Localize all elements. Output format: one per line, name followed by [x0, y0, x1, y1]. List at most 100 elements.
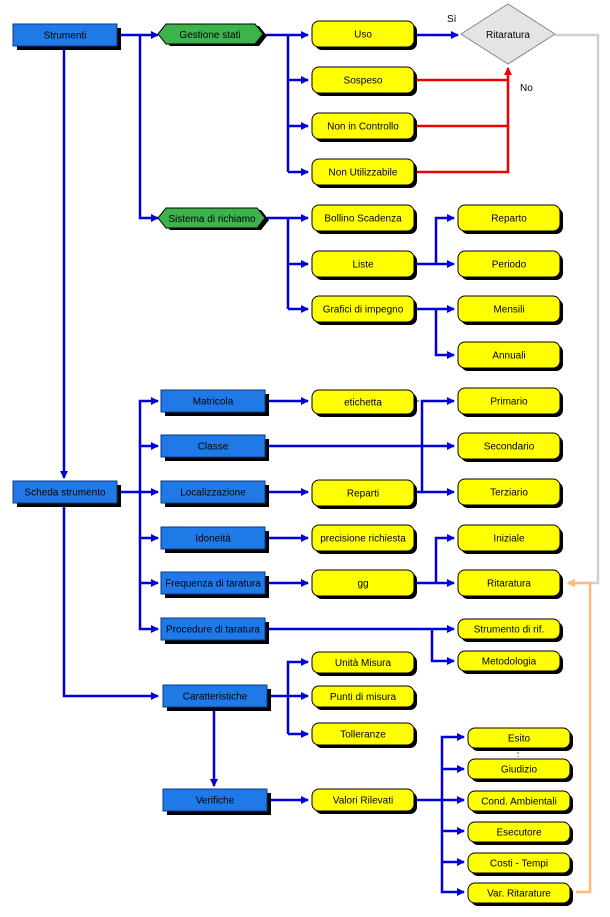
- liste-node-label: Liste: [352, 260, 374, 271]
- scheda-strumento-node[interactable]: Scheda strumento: [12, 480, 121, 507]
- connectors: [60, 31, 465, 896]
- primario-node-label: Primario: [490, 397, 528, 408]
- metodologia-node-label: Metodologia: [482, 657, 537, 668]
- esito-node-label: Esito: [508, 734, 531, 745]
- annuali-node-label: Annuali: [492, 351, 525, 362]
- annuali-node[interactable]: Annuali: [457, 341, 563, 371]
- sistema-richiamo-node[interactable]: Sistema di richiamo: [157, 207, 269, 230]
- localizzazione-node[interactable]: Localizzazione: [160, 480, 269, 507]
- connector: [434, 534, 455, 583]
- red-connectors: [415, 67, 512, 174]
- gestione-stati-node[interactable]: Gestione stati: [157, 23, 267, 46]
- unita-misura-node[interactable]: Unità Misura: [311, 651, 417, 676]
- strumento-rif-node-label: Strumento di rif.: [474, 625, 545, 636]
- gg-node-label: gg: [357, 579, 368, 590]
- mensili-node[interactable]: Mensili: [457, 295, 563, 325]
- reparti-node[interactable]: Reparti: [311, 479, 417, 509]
- secondario-node[interactable]: Secondario: [457, 432, 563, 462]
- connector: [434, 214, 455, 264]
- strumenti-node[interactable]: Strumenti: [12, 23, 121, 50]
- connector: [138, 35, 159, 222]
- idoneita-node[interactable]: Idoneità: [160, 526, 269, 553]
- connector: [434, 309, 455, 359]
- unita-misura-node-label: Unità Misura: [335, 658, 392, 669]
- non-utilizzabile-node-label: Non Utilizzabile: [329, 168, 398, 179]
- sospeso-node[interactable]: Sospeso: [311, 66, 417, 96]
- terziario-node-label: Terziario: [490, 488, 528, 499]
- procedure-taratura-node[interactable]: Procedure di taratura: [160, 617, 269, 644]
- etichetta-node[interactable]: etichetta: [311, 389, 417, 417]
- idoneita-node-label: Idoneità: [195, 534, 231, 545]
- matricola-node-label: Matricola: [193, 397, 234, 408]
- costi-tempi-node[interactable]: Costi - Tempi: [467, 852, 573, 876]
- ritaratura-node[interactable]: Ritaratura: [457, 569, 563, 599]
- verifiche-node-label: Verifiche: [196, 796, 235, 807]
- cond-ambientali-node-label: Cond. Ambientali: [481, 797, 557, 808]
- grafici-impegno-node[interactable]: Grafici di impegno: [311, 295, 417, 325]
- giudizio-node-label: Giudizio: [501, 765, 538, 776]
- yes-label: Sì: [447, 14, 457, 25]
- var-ritarature-node[interactable]: Var. Ritarature: [467, 882, 573, 906]
- tolleranze-node[interactable]: Tolleranze: [311, 722, 417, 748]
- connector: [62, 506, 159, 700]
- var-ritarature-node-label: Var. Ritarature: [487, 889, 551, 900]
- giudizio-node[interactable]: Giudizio: [467, 758, 573, 782]
- reparti-node-label: Reparti: [347, 489, 379, 500]
- caratteristiche-node-label: Caratteristiche: [183, 692, 248, 703]
- uso-node[interactable]: Uso: [311, 20, 417, 50]
- frequenza-taratura-node-label: Frequenza di taratura: [165, 579, 261, 590]
- periodo-node[interactable]: Periodo: [457, 250, 563, 280]
- reparto-node-label: Reparto: [491, 214, 527, 225]
- periodo-node-label: Periodo: [492, 260, 527, 271]
- connector: [430, 629, 455, 665]
- non-in-controllo-node-label: Non in Controllo: [327, 122, 399, 133]
- connector: [440, 800, 465, 896]
- non-utilizzabile-node[interactable]: Non Utilizzabile: [311, 158, 417, 188]
- strumento-rif-node[interactable]: Strumento di rif.: [457, 618, 563, 642]
- caratteristiche-node[interactable]: Caratteristiche: [162, 684, 271, 711]
- etichetta-node-label: etichetta: [344, 398, 382, 409]
- sistema-richiamo-label: Sistema di richiamo: [168, 214, 256, 225]
- valori-rilevati-node[interactable]: Valori Rilevati: [311, 788, 417, 814]
- punti-misura-node-label: Punti di misura: [330, 692, 397, 703]
- reparto-node[interactable]: Reparto: [457, 204, 563, 234]
- ritaratura-decision-label: Ritaratura: [486, 30, 530, 41]
- secondario-node-label: Secondario: [484, 442, 535, 453]
- gestione-stati-label: Gestione stati: [179, 30, 240, 41]
- terziario-node[interactable]: Terziario: [457, 478, 563, 508]
- ritaratura-node-label: Ritaratura: [487, 579, 531, 590]
- cond-ambientali-node[interactable]: Cond. Ambientali: [467, 790, 573, 814]
- connector: [415, 67, 512, 82]
- punti-misura-node[interactable]: Punti di misura: [311, 685, 417, 710]
- esito-node[interactable]: Esito: [467, 727, 573, 751]
- connector: [415, 126, 510, 174]
- precisione-richiesta-node-label: precisione richiesta: [320, 534, 406, 545]
- uso-node-label: Uso: [354, 30, 372, 41]
- grafici-impegno-node-label: Grafici di impegno: [323, 305, 404, 316]
- strumenti-node-label: Strumenti: [44, 31, 87, 42]
- tolleranze-node-label: Tolleranze: [340, 730, 386, 741]
- ritaratura-decision-node[interactable]: Ritaratura: [460, 3, 556, 65]
- connector: [138, 397, 159, 492]
- precisione-richiesta-node[interactable]: precisione richiesta: [311, 524, 417, 554]
- bollino-scadenza-node[interactable]: Bollino Scadenza: [311, 204, 417, 234]
- classe-node[interactable]: Classe: [160, 434, 269, 461]
- esecutore-node[interactable]: Esecutore: [467, 821, 573, 845]
- primario-node[interactable]: Primario: [457, 387, 563, 417]
- frequenza-taratura-node[interactable]: Frequenza di taratura: [160, 571, 269, 598]
- connector: [440, 733, 465, 800]
- sospeso-node-label: Sospeso: [344, 76, 383, 87]
- verifiche-node[interactable]: Verifiche: [162, 788, 271, 815]
- liste-node[interactable]: Liste: [311, 250, 417, 280]
- bollino-scadenza-node-label: Bollino Scadenza: [324, 214, 402, 225]
- iniziale-node[interactable]: Iniziale: [457, 524, 563, 554]
- localizzazione-node-label: Localizzazione: [180, 488, 246, 499]
- non-in-controllo-node[interactable]: Non in Controllo: [311, 112, 417, 142]
- metodologia-node[interactable]: Metodologia: [457, 650, 563, 674]
- gg-node[interactable]: gg: [311, 569, 417, 599]
- no-label: No: [520, 83, 533, 94]
- matricola-node[interactable]: Matricola: [160, 389, 269, 416]
